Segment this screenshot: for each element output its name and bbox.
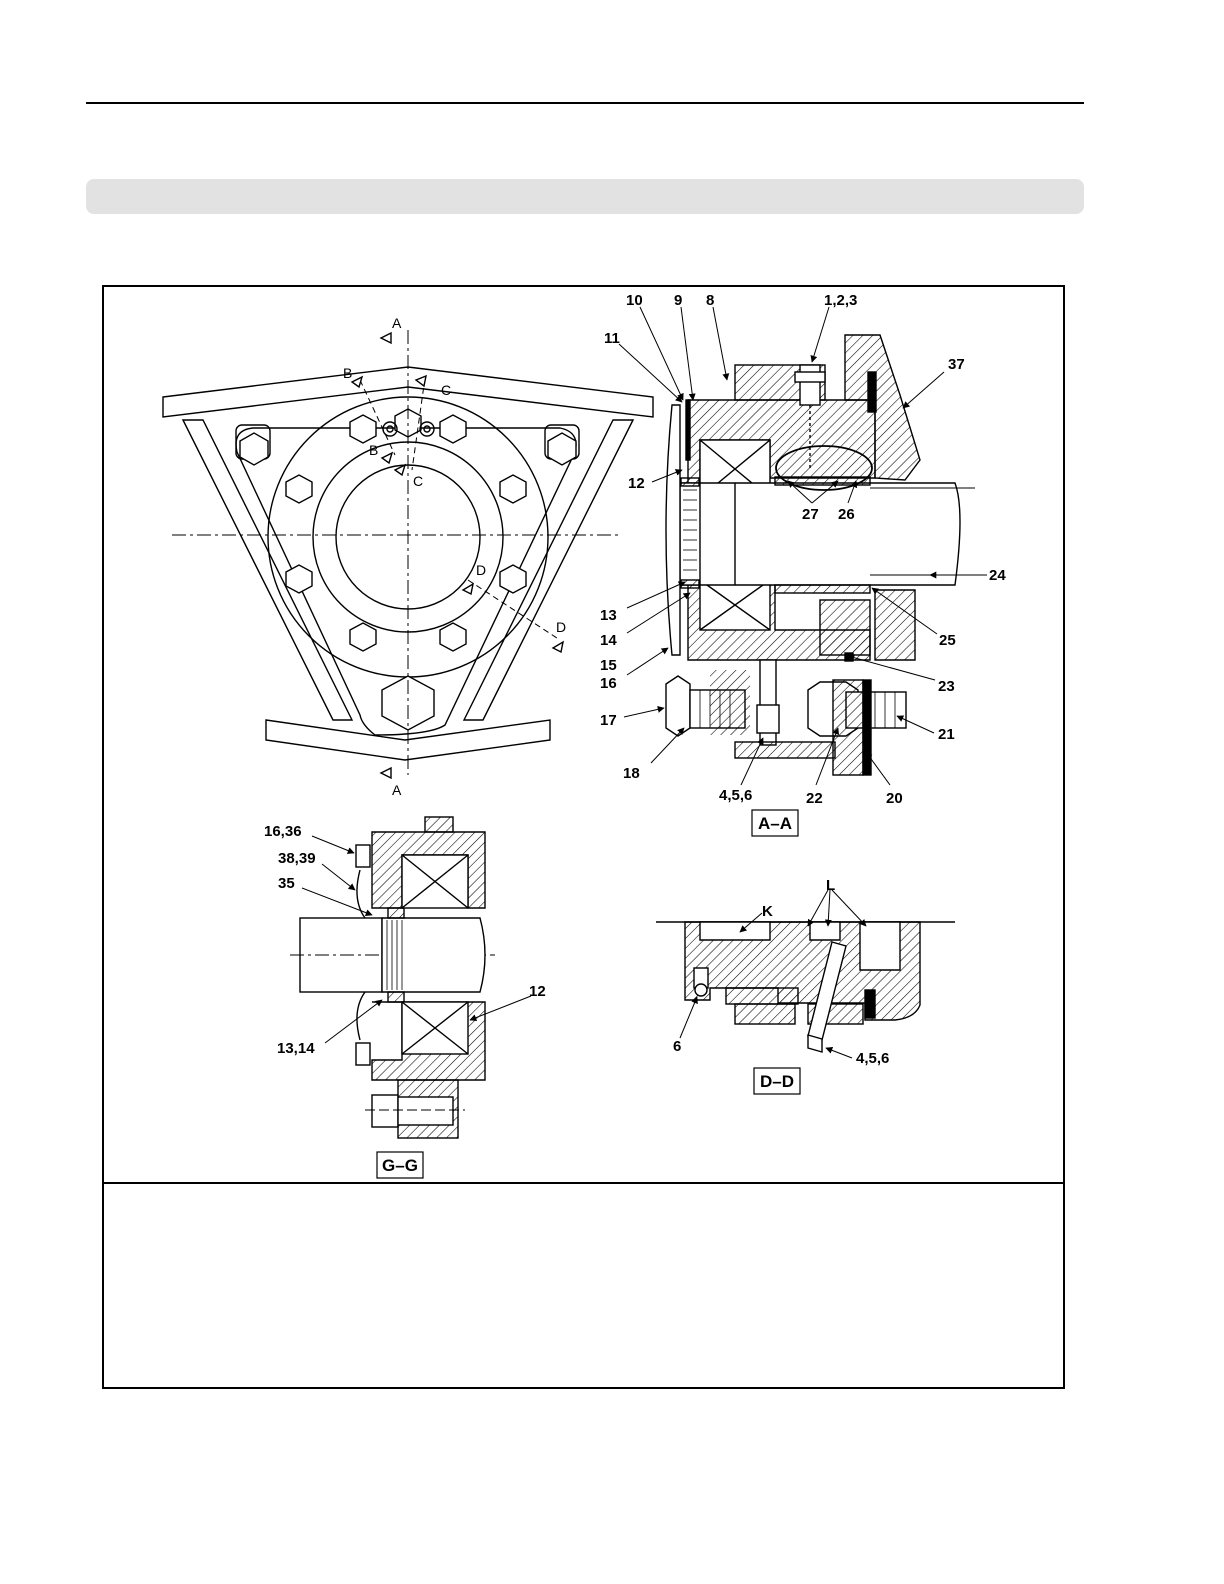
callout-9: 9	[674, 292, 682, 309]
view-label-d-d: D–D	[754, 1068, 800, 1094]
view-label-a-a: A–A	[752, 810, 798, 836]
callout-37: 37	[948, 356, 965, 373]
callout-1-2-3: 1,2,3	[824, 292, 857, 309]
view-title-g-g: G–G	[382, 1156, 418, 1175]
section-mark-a-top: A	[392, 315, 402, 331]
section-mark-d-inner: D	[476, 562, 486, 578]
callout-8: 8	[706, 292, 714, 309]
callout-26: 26	[838, 506, 855, 523]
callout-20: 20	[886, 790, 903, 807]
view-label-g-g: G–G	[377, 1152, 423, 1178]
callout-12-gg: 12	[529, 983, 546, 1000]
section-mark-b-inner: B	[369, 442, 378, 458]
view-title-d-d: D–D	[760, 1072, 794, 1091]
callout-4-5-6: 4,5,6	[719, 787, 752, 804]
callout-14: 14	[600, 632, 617, 649]
section-d-d	[656, 922, 955, 1052]
callout-25: 25	[939, 632, 956, 649]
callout-22: 22	[806, 790, 823, 807]
front-view	[163, 330, 653, 778]
callout-13-14: 13,14	[277, 1040, 315, 1057]
callout-l: L	[826, 877, 835, 894]
callout-12: 12	[628, 475, 645, 492]
callout-23: 23	[938, 678, 955, 695]
callout-18: 18	[623, 765, 640, 782]
section-g-g	[290, 817, 495, 1138]
section-mark-d-outer: D	[556, 619, 566, 635]
callout-35: 35	[278, 875, 295, 892]
callout-6-dd: 6	[673, 1038, 681, 1055]
callout-17: 17	[600, 712, 617, 729]
section-mark-c-outer: C	[441, 382, 451, 398]
callout-15: 15	[600, 657, 617, 674]
callout-16-36: 16,36	[264, 823, 302, 840]
section-a-a	[666, 335, 975, 775]
section-mark-b-outer: B	[343, 365, 352, 381]
callout-10: 10	[626, 292, 643, 309]
callout-38-39: 38,39	[278, 850, 316, 867]
callout-4-5-6-dd: 4,5,6	[856, 1050, 889, 1067]
callout-27: 27	[802, 506, 819, 523]
callout-21: 21	[938, 726, 955, 743]
section-mark-a-bottom: A	[392, 782, 402, 798]
section-mark-c-inner: C	[413, 473, 423, 489]
view-title-a-a: A–A	[758, 814, 792, 833]
callout-16: 16	[600, 675, 617, 692]
callout-24: 24	[989, 567, 1006, 584]
callout-13: 13	[600, 607, 617, 624]
callout-11: 11	[604, 330, 620, 347]
callout-k: K	[762, 903, 773, 920]
